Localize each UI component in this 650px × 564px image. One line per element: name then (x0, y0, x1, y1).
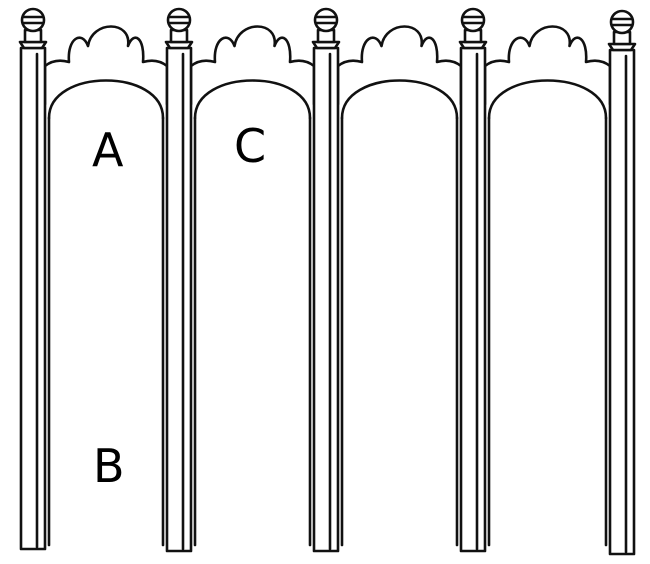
posts-group (18, 7, 637, 556)
post-1 (18, 7, 48, 551)
arch-opening-curve (487, 79, 608, 120)
post-finial-ball (20, 7, 46, 33)
post-finial-ball (609, 9, 635, 35)
post-2 (164, 7, 194, 553)
post-shaft (459, 46, 487, 553)
label-c: C (234, 119, 266, 173)
arch-crown-scallop (336, 25, 463, 106)
post-finial-ball (460, 7, 486, 33)
post-shaft (165, 46, 193, 553)
arch-opening-curve (193, 79, 312, 120)
label-a: A (92, 123, 124, 177)
post-5 (607, 9, 637, 556)
arches-group (43, 25, 612, 547)
post-shaft (312, 46, 340, 553)
arch-crown-scallop (189, 25, 316, 106)
post-collar (458, 40, 488, 50)
post-collar (18, 40, 48, 50)
post-collar (311, 40, 341, 50)
post-3 (311, 7, 341, 553)
arch-1 (43, 25, 169, 547)
arch-opening-curve (340, 79, 459, 120)
arch-2 (189, 25, 316, 547)
arch-opening-curve (47, 79, 165, 120)
post-collar (164, 40, 194, 50)
arch-crown-scallop (483, 25, 612, 106)
post-finial-ball (313, 7, 339, 33)
post-4 (458, 7, 488, 553)
label-b: B (93, 439, 125, 493)
arch-4 (483, 25, 612, 547)
post-collar (607, 42, 637, 52)
post-finial-ball (166, 7, 192, 33)
arch-3 (336, 25, 463, 547)
post-shaft (19, 46, 47, 551)
arch-crown-scallop (43, 25, 169, 106)
post-shaft (608, 48, 636, 556)
